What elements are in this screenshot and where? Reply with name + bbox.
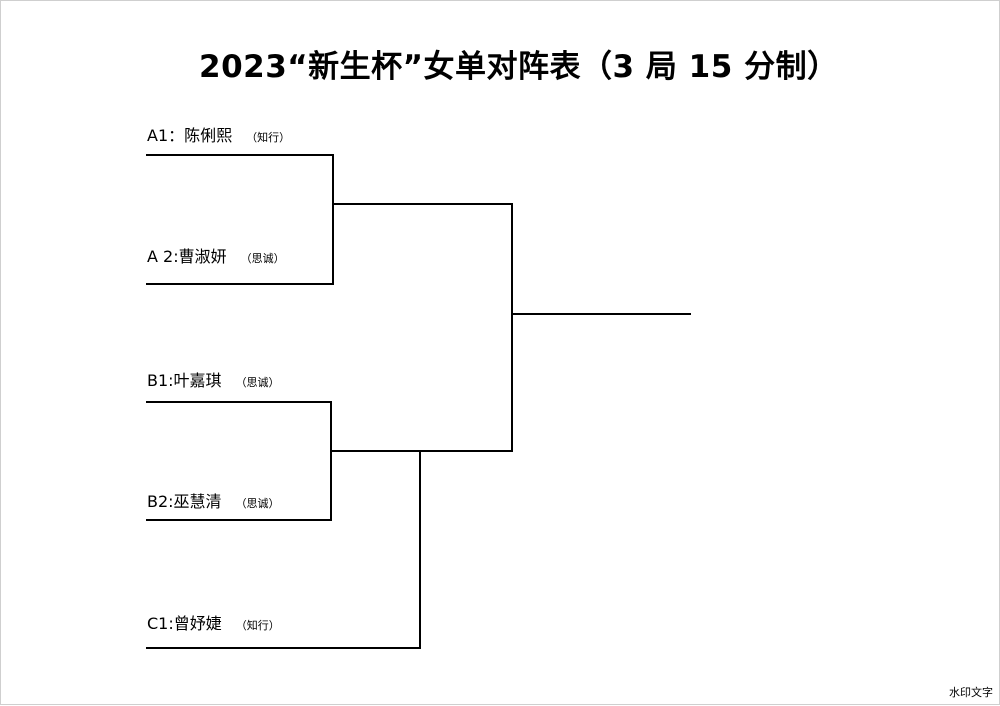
player-entry-b1: B1:叶嘉琪 （思诚） [147, 367, 280, 391]
player-entry-b2: B2:巫慧清 （思诚） [147, 488, 280, 512]
player-school: （知行） [235, 619, 280, 632]
watermark-text: 水印文字 [949, 686, 993, 699]
player-school: （思诚） [240, 252, 285, 265]
player-name: C1:曾妤婕 [147, 614, 222, 633]
player-school: （知行） [246, 131, 291, 144]
player-name: B2:巫慧清 [147, 492, 222, 511]
player-entry-a1: A1：陈俐熙 （知行） [147, 122, 290, 146]
player-entry-a2: A 2:曹淑妍 （思诚） [147, 243, 285, 267]
player-entry-c1: C1:曾妤婕 （知行） [147, 610, 280, 634]
player-school: （思诚） [235, 497, 280, 510]
player-name: A1：陈俐熙 [147, 126, 233, 145]
player-school: （思诚） [235, 376, 280, 389]
player-name: A 2:曹淑妍 [147, 247, 227, 266]
page-title: 2023“新生杯”女单对阵表（3 局 15 分制） [199, 49, 839, 85]
player-name: B1:叶嘉琪 [147, 371, 222, 390]
